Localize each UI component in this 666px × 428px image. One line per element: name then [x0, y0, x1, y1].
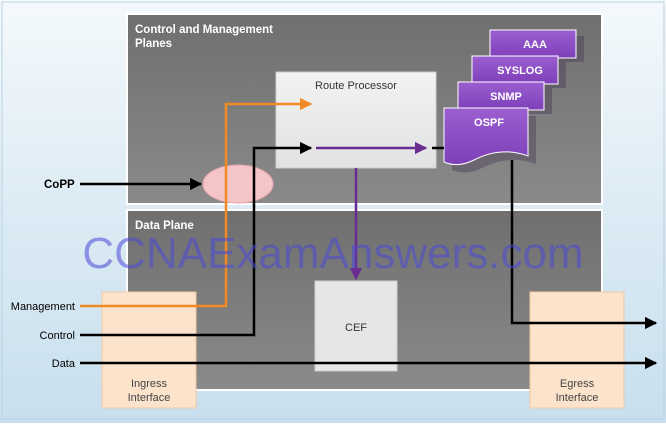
protocol-card-syslog-label: SYSLOG	[497, 65, 543, 77]
ingress-interface: Ingress Interface	[101, 291, 197, 409]
egress-control-path	[510, 160, 658, 330]
protocol-card-ospf: OSPF	[443, 107, 536, 173]
control-path	[80, 141, 313, 337]
protocol-card-aaa-label: AAA	[523, 39, 547, 51]
management-input-label: Management	[11, 301, 75, 313]
route-processor-label: Route Processor	[315, 80, 397, 92]
data-plane-title: Data Plane	[135, 220, 194, 232]
ingress-label-line1: Ingress	[131, 378, 168, 390]
cef-block: CEF	[314, 280, 398, 372]
data-input-label: Data	[52, 358, 76, 370]
egress-label-line1: Egress	[560, 378, 595, 390]
egress-label-line2: Interface	[556, 392, 599, 404]
route-processor: Route Processor	[275, 71, 437, 169]
management-path	[80, 97, 313, 308]
copp-policer	[202, 164, 274, 204]
ingress-label-line2: Interface	[128, 392, 171, 404]
control-plane-title-line2: Planes	[135, 38, 172, 50]
cef-label: CEF	[345, 322, 367, 334]
copp-label: CoPP	[44, 179, 75, 191]
frame-border	[1, 1, 665, 420]
protocol-card-snmp-label: SNMP	[490, 91, 522, 103]
egress-interface: Egress Interface	[529, 291, 625, 409]
protocol-card-aaa: AAA	[489, 29, 584, 62]
watermark: CCNAExamAnswers.com	[82, 229, 583, 278]
protocol-card-ospf-label: OSPF	[474, 117, 504, 129]
control-plane-title-line1: Control and Management	[135, 24, 273, 36]
control-input-label: Control	[40, 330, 75, 342]
